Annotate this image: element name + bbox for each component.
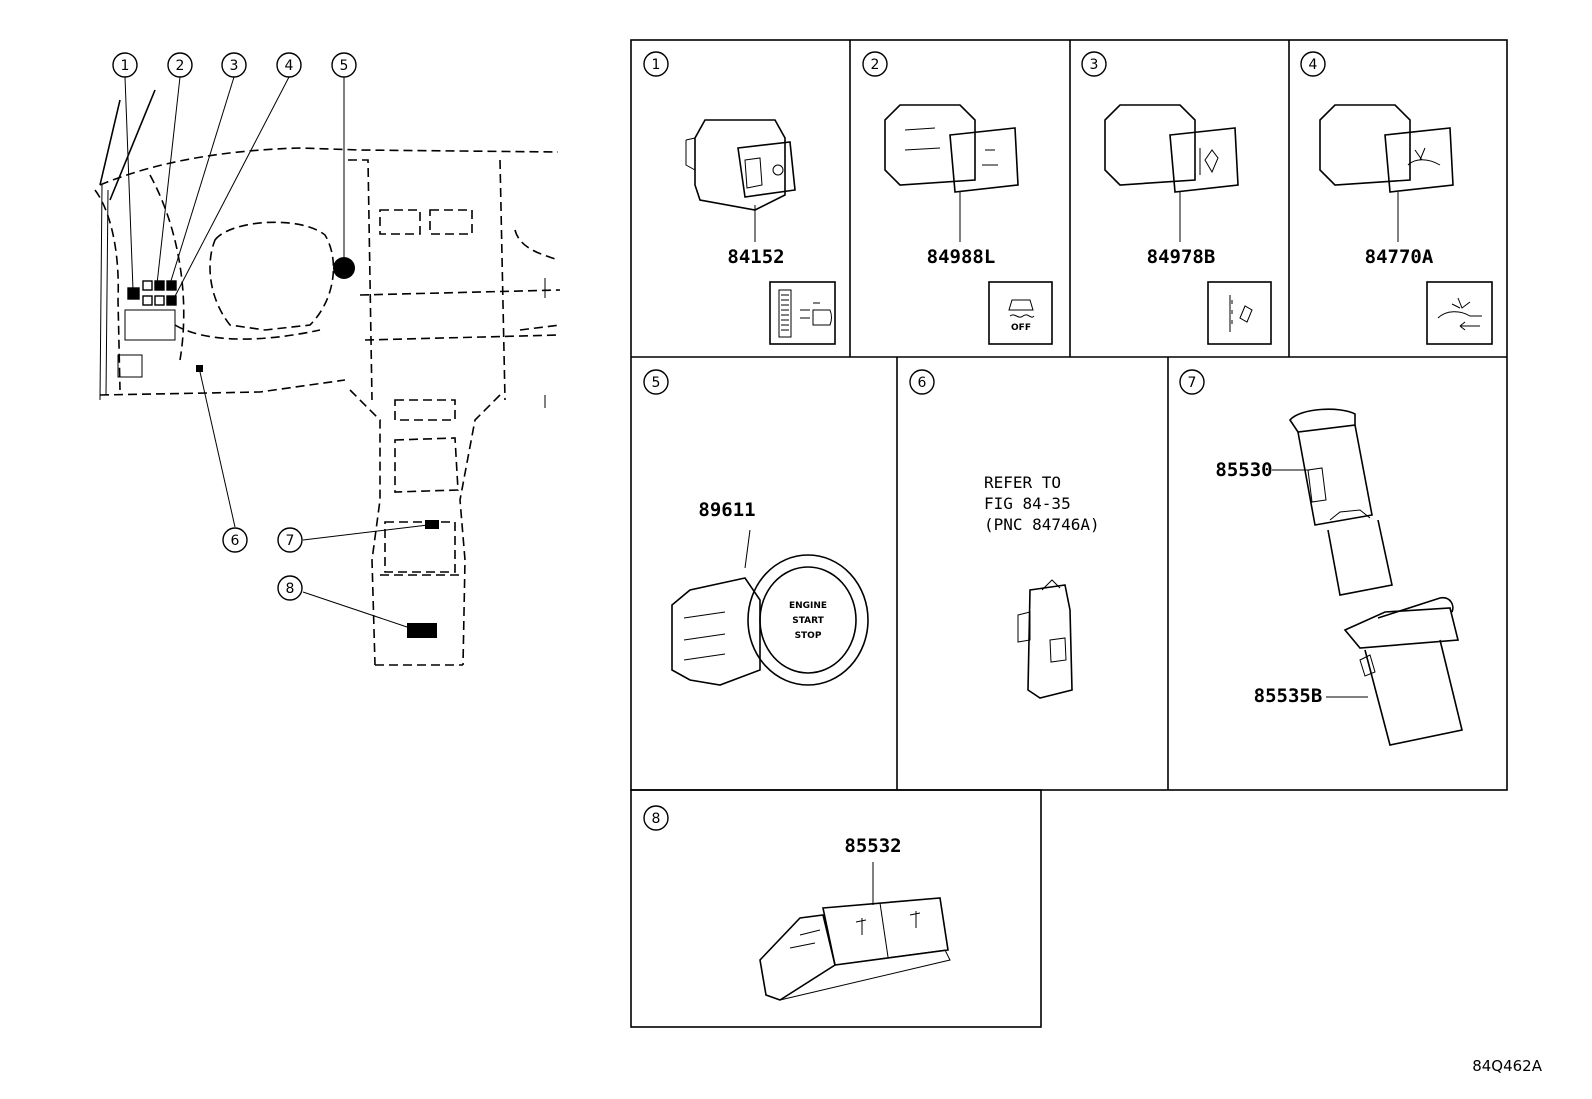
panel-8: 8 85532: [643, 805, 951, 1001]
callout-3: [221, 52, 247, 78]
part-number-84978B: 84978B: [1147, 246, 1216, 268]
svg-text:1: 1: [652, 57, 661, 73]
panel-2: 2 84988L OFF: [862, 51, 1053, 345]
refer-pnc-text: (PNC 84746A): [984, 515, 1100, 534]
engine-start-stop-switch-drawing: ENGINE START STOP: [671, 554, 869, 686]
svg-text:6: 6: [918, 375, 927, 391]
callout-8-label: 8: [286, 581, 295, 597]
switch-84978B-drawing: [1104, 104, 1239, 193]
engine-label: ENGINE: [789, 601, 827, 611]
svg-text:4: 4: [1309, 57, 1318, 73]
figure-code: 84Q462A: [1472, 1057, 1543, 1075]
overview-callouts: 1 2 3 4 5 6 7 8: [112, 52, 357, 601]
part-number-84988L: 84988L: [927, 246, 996, 268]
svg-text:5: 5: [652, 375, 661, 391]
part-number-89611: 89611: [698, 499, 755, 521]
part-number-84770A: 84770A: [1365, 246, 1434, 268]
callout-5-label: 5: [340, 58, 349, 74]
panel-1-index: [643, 51, 669, 77]
callout-6: [222, 527, 248, 553]
callout-5: [331, 52, 357, 78]
callout-8: [277, 575, 303, 601]
part-number-85532: 85532: [844, 835, 901, 857]
panel-2-index: [862, 51, 888, 77]
panel-1: 1 84152: [643, 51, 836, 345]
refer-fig-text: FIG 84-35: [984, 494, 1071, 513]
panel-grid: [630, 39, 1508, 1028]
lane-departure-icon: [1207, 281, 1272, 345]
panel-3-index: [1081, 51, 1107, 77]
off-icon-text: OFF: [1011, 323, 1031, 333]
callout-2: [167, 52, 193, 78]
panel-4: 4 84770A: [1300, 51, 1493, 345]
socket-85535B-drawing: [1343, 596, 1463, 746]
panel-3: 3 84978B: [1081, 51, 1272, 345]
callout-7: [277, 527, 303, 553]
callout-1: [112, 52, 138, 78]
dashboard-overview: [94, 89, 561, 666]
callout-2-label: 2: [176, 58, 185, 74]
svg-text:7: 7: [1188, 375, 1197, 391]
panel-7-index: [1179, 369, 1205, 395]
callout-4: [276, 52, 302, 78]
traction-control-off-icon: OFF: [988, 281, 1053, 345]
panel-4-index: [1300, 51, 1326, 77]
panel-5-index: [643, 369, 669, 395]
refer-to-text: REFER TO: [984, 473, 1061, 492]
panel-8-index: [643, 805, 669, 831]
part-number-85530: 85530: [1215, 459, 1272, 481]
socket-85530-drawing: [1289, 408, 1393, 596]
callout-6-label: 6: [231, 533, 240, 549]
switch-84152-drawing: [685, 119, 796, 211]
panel-5: 5 89611 ENGINE START STOP: [643, 369, 869, 686]
svg-text:2: 2: [871, 57, 880, 73]
start-label: START: [792, 616, 824, 626]
svg-text:8: 8: [652, 811, 661, 827]
switch-85532-drawing: [759, 897, 951, 1001]
callout-7-label: 7: [286, 533, 295, 549]
switch-84988L-drawing: [884, 104, 1019, 193]
switch-84770A-drawing: [1319, 104, 1454, 193]
part-number-85535B: 85535B: [1254, 685, 1323, 707]
dimmer-switch-icon: [769, 281, 836, 345]
callout-leaders: [124, 76, 429, 629]
stop-label: STOP: [795, 631, 822, 641]
callout-4-label: 4: [285, 58, 294, 74]
pre-collision-icon: [1426, 281, 1493, 345]
panel-6-index: [909, 369, 935, 395]
svg-text:3: 3: [1090, 57, 1099, 73]
connector-drawing: [1017, 579, 1073, 699]
panel-7: 7 85530 85535B: [1179, 369, 1463, 746]
part-number-84152: 84152: [727, 246, 784, 268]
callout-1-label: 1: [121, 58, 130, 74]
panel-6: 6 REFER TO FIG 84-35 (PNC 84746A): [909, 369, 1100, 699]
callout-3-label: 3: [230, 58, 239, 74]
